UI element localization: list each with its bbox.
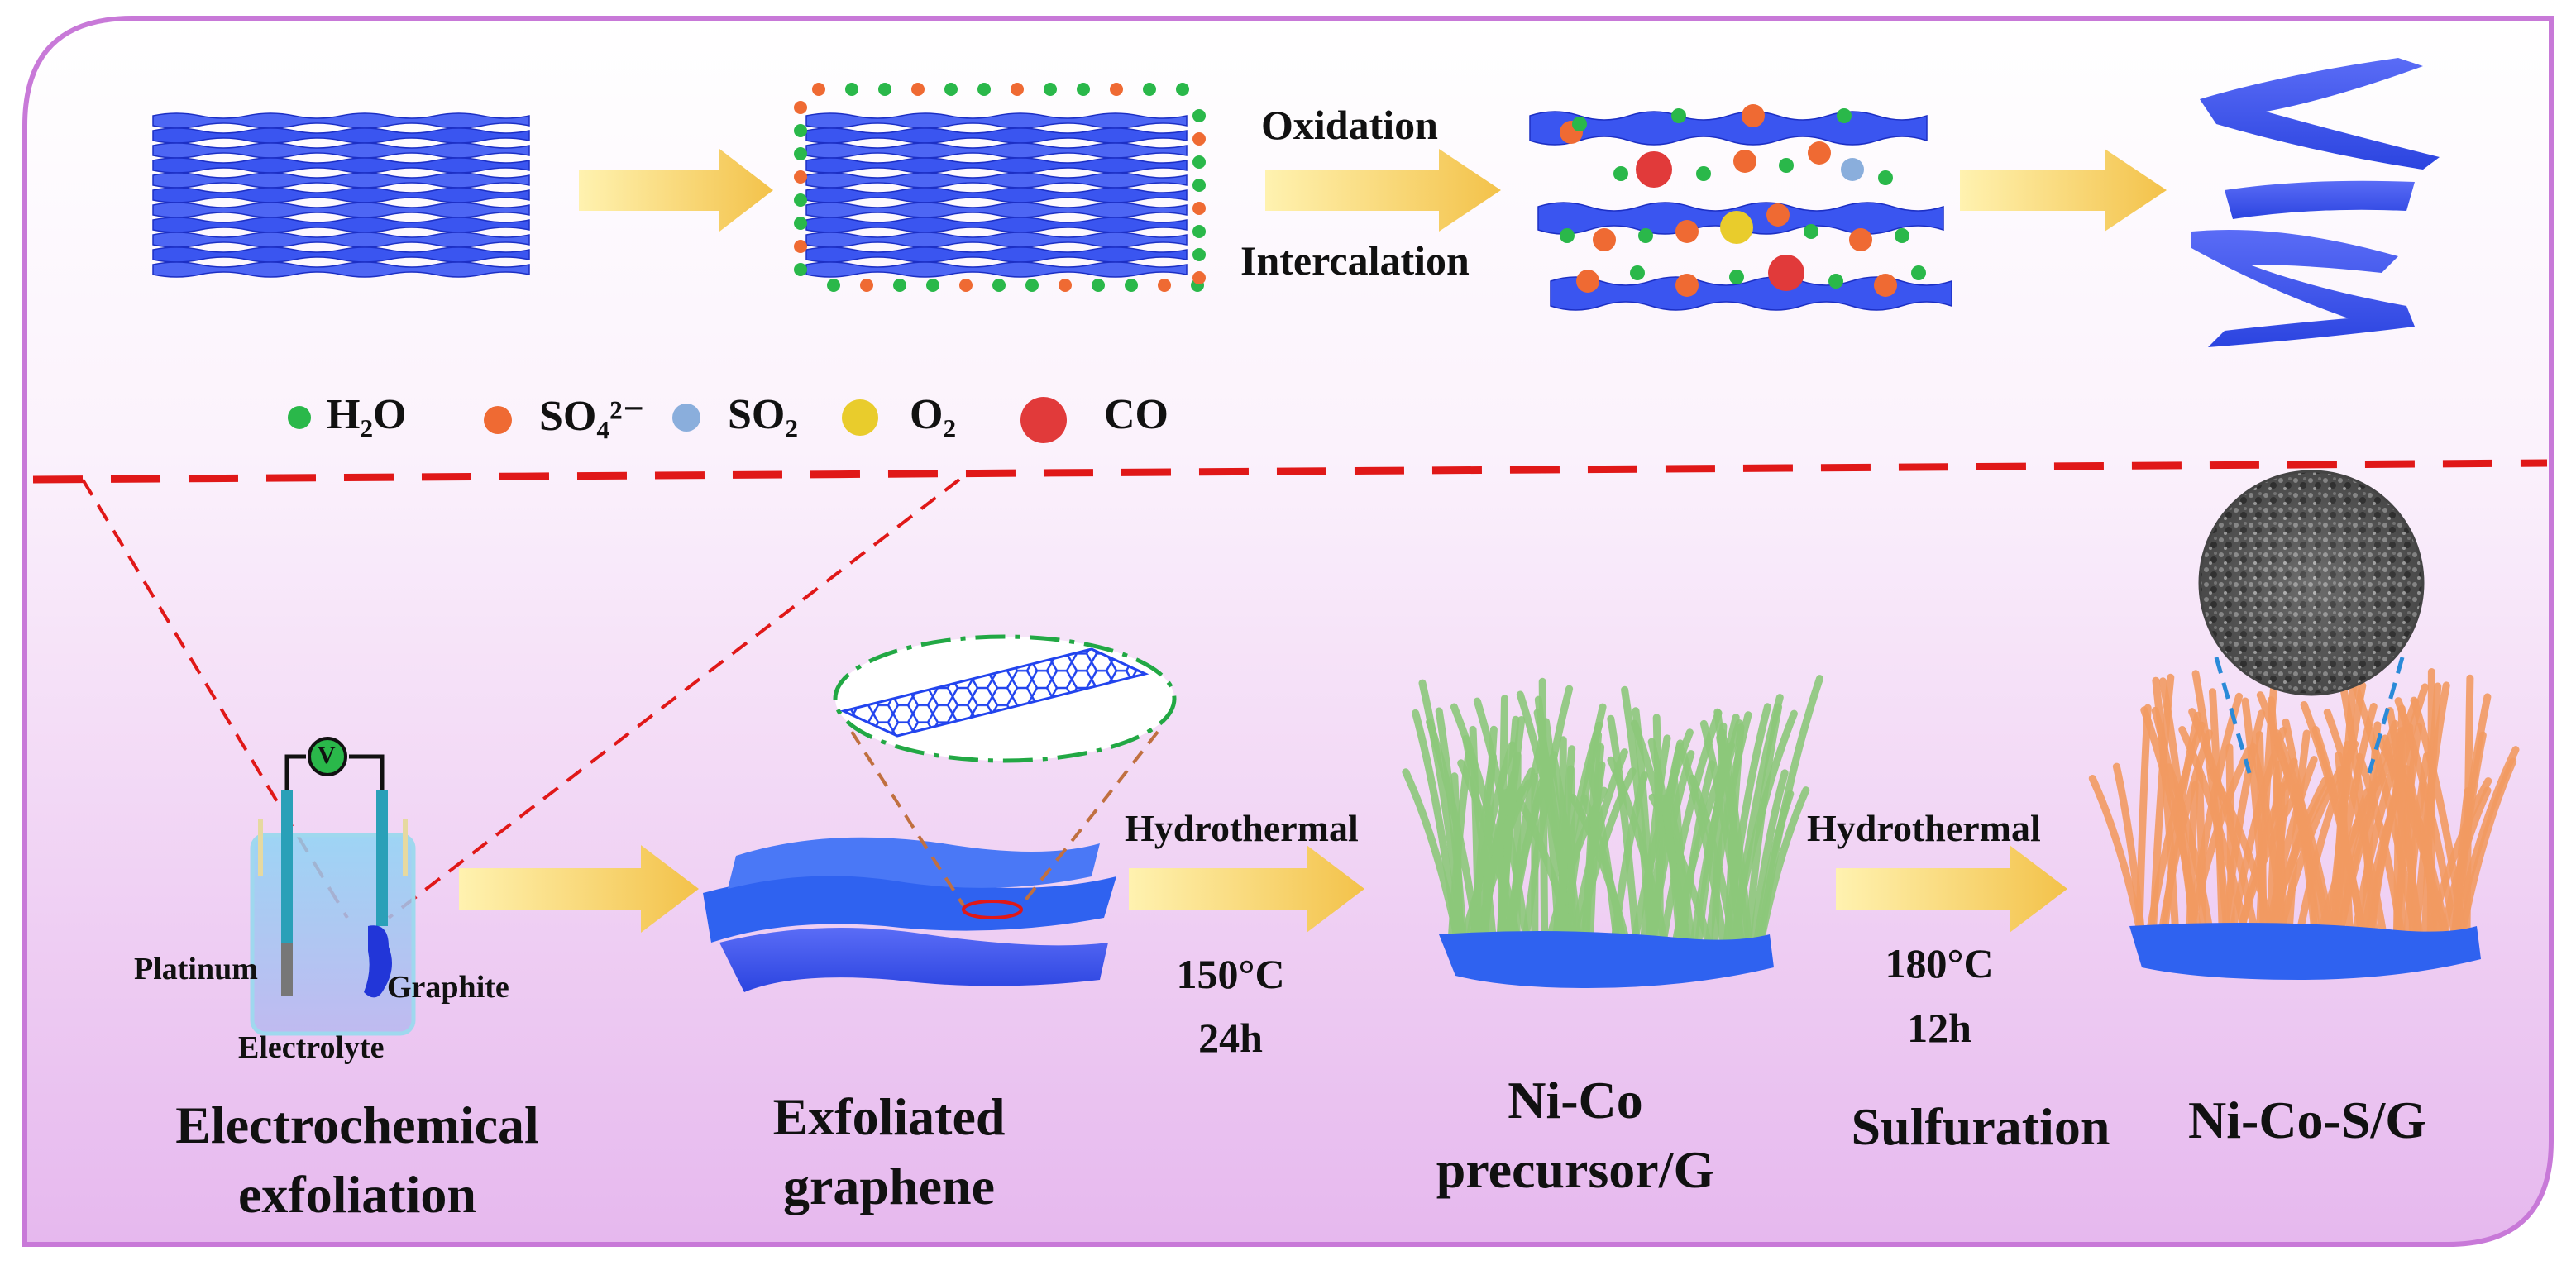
legend-co-label: CO [1104,391,1169,438]
exfoliated-graphene [703,837,1116,992]
sem-zoom-line-left [2214,657,2252,774]
zoom-line-right [387,478,961,919]
legend-h2o-label: H₂O [327,391,407,438]
legend-so2-dot [672,404,700,432]
caption-precursor-g: precursor/G [1436,1140,1715,1199]
zoom-spot [962,900,1023,919]
graphite-label: Graphite [387,970,509,1005]
legend-h2o-dot [288,406,311,429]
caption-electrochemical: Electrochemical [175,1096,539,1154]
zoom-line-green-left [850,730,965,907]
sem-image [2198,470,2425,696]
time-label-1: 24h [1198,1015,1263,1061]
step-label-intercalation: Intercalation [1240,237,1470,284]
exfoliated-flakes [2191,58,2440,347]
platinum-label: Platinum [134,952,258,986]
caption-ni-co-s-g: Ni-Co-S/G [2188,1091,2426,1149]
graphene-lattice [839,647,1149,738]
ni-co-s-nanowires [2088,668,2520,980]
stacked-graphite [152,112,530,278]
step-label-oxidation: Oxidation [1261,102,1438,148]
caption-sulfuration: Sulfuration [1851,1097,2110,1156]
hydrothermal-label-1: Hydrothermal [1125,807,1359,849]
ni-co-precursor-nanowires [1402,675,1823,988]
caption-exfoliated: Exfoliated [772,1087,1006,1146]
legend-o2-label: O₂ [910,391,957,438]
legend-so2-label: SO₂ [728,391,798,438]
legend-so4-dot [484,406,512,434]
voltmeter-icon [308,737,347,776]
caption-exfoliation: exfoliation [238,1165,476,1224]
electrolyte-label: Electrolyte [238,1030,385,1065]
temperature-label-1: 150°C [1176,951,1285,997]
hydrothermal-label-2: Hydrothermal [1807,807,2041,849]
electrochemical-cell [250,737,416,1036]
graphite-with-ions [794,83,1206,292]
graphite-electrode [376,790,388,926]
arrow-bottom-3 [1836,845,2067,933]
voltmeter-label: V [318,742,336,769]
separator-dashed-line [32,459,2548,484]
caption-ni-co: Ni-Co [1508,1071,1643,1129]
zoom-line-green-right [1020,730,1159,907]
temperature-label-2: 180°C [1885,940,1994,986]
diagram-frame [22,16,2554,1247]
arrow-top-3 [1960,149,2167,232]
legend-o2-dot [842,399,878,436]
arrow-bottom-1 [459,845,699,933]
arrow-top-1 [579,149,773,232]
arrow-top-2 [1265,149,1501,232]
time-label-2: 12h [1907,1005,1971,1051]
sem-zoom-line-right [2367,657,2405,774]
caption-graphene: graphene [783,1157,995,1215]
legend-so4-label: SO₄²⁻ [539,393,645,440]
intercalated-graphite [1529,104,1952,311]
arrow-bottom-2 [1129,845,1364,933]
legend-co-dot [1020,397,1067,443]
